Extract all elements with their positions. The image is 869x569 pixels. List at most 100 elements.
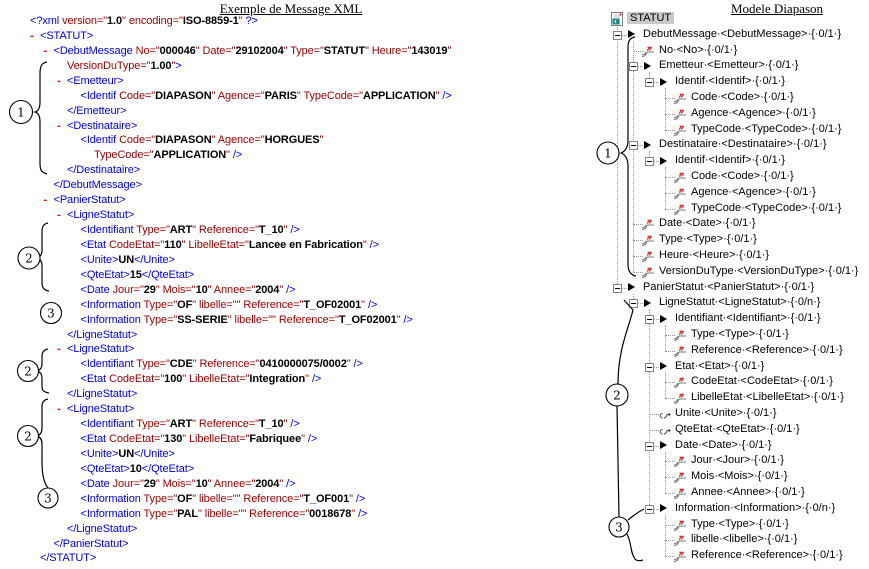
tree-expander-minus[interactable] — [645, 157, 654, 166]
tree-node-code[interactable]: Code·<Code>·{·0/1·} — [691, 91, 794, 103]
collapse-marker[interactable]: - — [57, 120, 61, 133]
svg-text:2: 2 — [25, 252, 33, 266]
svg-text:2: 2 — [613, 389, 621, 403]
xml-line: </LigneStatut> — [67, 523, 137, 536]
xml-line: <Unite>UN</Unite> — [81, 254, 175, 267]
tree-node-codeetat[interactable]: CodeEtat·<CodeEtat>·{·0/1·} — [691, 375, 833, 387]
xml-line: <Date Jour="29" Mois="10" Annee="2004" /… — [81, 284, 296, 297]
svg-text:2: 2 — [24, 430, 32, 444]
tree-connector-line — [665, 167, 666, 208]
callout-1-left: 1 — [10, 101, 33, 124]
collapse-marker[interactable]: - — [57, 343, 61, 356]
tree-node-type[interactable]: Type·<Type>·{·0/1·} — [691, 328, 789, 340]
tree-expander-minus[interactable] — [645, 78, 654, 87]
xml-line: <Information Type="OF" libelle="" Refere… — [81, 299, 378, 312]
collapse-marker[interactable]: - — [57, 75, 61, 88]
tree-node-agence[interactable]: Agence·<Agence>·{·0/1·} — [691, 107, 816, 119]
tree-node-annee[interactable]: Annee·<Annee>·{·0/1·} — [691, 486, 805, 498]
tree-connector-line — [665, 88, 666, 129]
xml-line: <Identif Code="DIAPASON" Agence="PARIS" … — [81, 90, 452, 103]
tree-expander-minus[interactable] — [613, 31, 622, 40]
tree-node-jour[interactable]: Jour·<Jour>·{·0/1·} — [691, 454, 784, 466]
tree-expander-minus[interactable] — [629, 141, 638, 150]
brace-left-2b — [37, 349, 49, 393]
tree-node-reference[interactable]: Reference·<Reference>·{·0/1·} — [691, 344, 843, 356]
element-arrow-icon — [660, 157, 667, 165]
tree-root-node[interactable]: STATUT — [627, 12, 674, 24]
tree-node-mois[interactable]: Mois·<Mois>·{·0/1·} — [691, 470, 788, 482]
tree-expander-minus[interactable] — [629, 62, 638, 71]
xml-line: <LigneStatut> — [67, 343, 134, 356]
collapse-marker[interactable]: - — [57, 209, 61, 222]
xml-line: <LigneStatut> — [67, 403, 134, 416]
tree-node-date[interactable]: Date·<Date>·{·0/1·} — [659, 217, 756, 229]
svg-text:3: 3 — [47, 307, 55, 321]
element-arrow-icon — [644, 141, 651, 149]
xml-line: <LigneStatut> — [67, 209, 134, 222]
tree-node-type[interactable]: Type·<Type>·{·0/1·} — [691, 518, 789, 530]
tree-node-etat[interactable]: Etat·<Etat>·{·0/1·} — [675, 360, 764, 372]
svg-text:3: 3 — [44, 492, 52, 506]
tree-node-date[interactable]: Date·<Date>·{·0/1·} — [675, 439, 772, 451]
svg-text:1: 1 — [604, 147, 612, 161]
tree-node-code[interactable]: Code·<Code>·{·0/1·} — [691, 170, 794, 182]
collapse-marker[interactable]: - — [44, 194, 48, 207]
tree-node-libelleetat[interactable]: LibelleEtat·<LibelleEtat>·{·0/1·} — [691, 391, 844, 403]
collapse-marker[interactable]: - — [44, 45, 48, 58]
xml-line: <Emetteur> — [67, 75, 123, 88]
tree-node-unite[interactable]: Unite·<Unite>·{·0/1·} — [675, 407, 777, 419]
tree-expander-minus[interactable] — [645, 442, 654, 451]
xml-line: <STATUT> — [40, 30, 93, 43]
tree-node-identif[interactable]: Identif·<Identif>·{·0/1·} — [675, 75, 785, 87]
xml-line: </LigneStatut> — [67, 388, 137, 401]
tree-node-lignestatut[interactable]: LigneStatut·<LigneStatut>·{·0/n·} — [659, 296, 820, 308]
xml-line: <QteEtat>10</QteEtat> — [81, 463, 195, 476]
tree-connector-line — [665, 452, 666, 493]
callout-3b-left: 3 — [38, 488, 58, 508]
xml-line: <Identifiant Type="CDE" Reference="04100… — [81, 358, 363, 371]
collapse-marker[interactable]: - — [30, 30, 34, 43]
tree-expander-minus[interactable] — [613, 284, 622, 293]
tree-node-agence[interactable]: Agence·<Agence>·{·0/1·} — [691, 186, 816, 198]
xml-line: <Identifiant Type="ART" Reference="T_10"… — [81, 418, 300, 431]
tree-connector-line — [649, 309, 650, 508]
xml-line: TypeCode="APPLICATION" /> — [94, 149, 242, 162]
tree-expander-minus[interactable] — [645, 363, 654, 372]
brace-right-3-bottom — [627, 534, 643, 561]
tree-node-panierstatut[interactable]: PanierStatut·<PanierStatut>·{·0/1·} — [643, 281, 814, 293]
tree-node-type[interactable]: Type·<Type>·{·0/1·} — [659, 233, 757, 245]
xml-line: </PanierStatut> — [54, 538, 129, 551]
xml-line: <Identifiant Type="ART" Reference="T_10"… — [81, 224, 300, 237]
callout-2a-left: 2 — [18, 247, 40, 269]
tree-expander-minus[interactable] — [629, 299, 638, 308]
tree-node-no[interactable]: No·<No>·{·0/1·} — [659, 44, 737, 56]
collapse-marker[interactable]: - — [57, 403, 61, 416]
tree-node-debutmessage[interactable]: DebutMessage·<DebutMessage>·{·0/1·} — [643, 28, 841, 40]
xml-line: <Etat CodeEtat="130" LibelleEtat="Fabriq… — [81, 433, 318, 446]
tree-node-typecode[interactable]: TypeCode·<TypeCode>·{·0/1·} — [691, 123, 841, 135]
xml-line: <DebutMessage No="000046" Date="29102004… — [54, 45, 452, 58]
tree-node-emetteur[interactable]: Emetteur·<Emetteur>·{·0/1·} — [659, 59, 798, 71]
xml-line: VersionDuType="1.00"> — [67, 60, 182, 73]
callout-3-right: 3 — [609, 517, 629, 537]
element-arrow-icon — [644, 299, 651, 307]
tree-node-libelle[interactable]: libelle·<libelle>·{·0/1·} — [691, 533, 797, 545]
tree-node-identif[interactable]: Identif·<Identif>·{·0/1·} — [675, 154, 785, 166]
tree-expander-minus[interactable] — [645, 505, 654, 514]
tree-node-qteetat[interactable]: QteEtat·<QteEtat>·{·0/1·} — [675, 423, 800, 435]
tree-node-typecode[interactable]: TypeCode·<TypeCode>·{·0/1·} — [691, 202, 841, 214]
xml-line: </Destinataire> — [67, 164, 140, 177]
tree-node-information[interactable]: Information·<Information>·{·0/n·} — [675, 502, 835, 514]
tree-node-destinataire[interactable]: Destinataire·<Destinataire>·{·0/1·} — [659, 138, 827, 150]
attribute-node-icon — [673, 550, 687, 568]
tree-node-heure[interactable]: Heure·<Heure>·{·0/1·} — [659, 249, 769, 261]
xml-line: </Emetteur> — [67, 105, 126, 118]
tree-expander-minus[interactable] — [645, 315, 654, 324]
callout-2c-left: 2 — [18, 426, 39, 447]
tree-node-reference[interactable]: Reference·<Reference>·{·0/1·} — [691, 549, 843, 561]
xml-line: </DebutMessage> — [54, 179, 142, 192]
xml-line: <?xml version="1.0" encoding="ISO-8859-1… — [30, 15, 258, 28]
tree-node-identifiant[interactable]: Identifiant·<Identifiant>·{·0/1·} — [675, 312, 821, 324]
tree-node-versiondutype[interactable]: VersionDuType·<VersionDuType>·{·0/1·} — [659, 265, 858, 277]
xml-line: <Information Type="OF" libelle="" Refere… — [81, 493, 366, 506]
